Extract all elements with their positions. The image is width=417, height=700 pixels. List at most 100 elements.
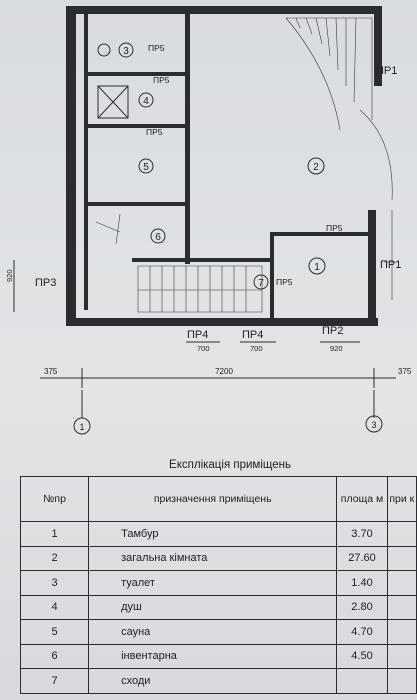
- dim-left-offset: 375: [44, 367, 58, 376]
- row-number: 3: [19, 570, 90, 596]
- opening-label-pr5-vestibule: ПР5: [326, 223, 343, 233]
- wall-left: [66, 6, 76, 326]
- shower-drain: [97, 85, 129, 119]
- room-marker-4: 4: [143, 96, 149, 107]
- toilet-fixture: [97, 43, 111, 57]
- row-extra: [386, 594, 417, 620]
- wall-shower-sauna: [84, 124, 188, 128]
- row-number: 4: [19, 594, 90, 620]
- opening-label-pr5-stair: ПР5: [276, 277, 293, 287]
- stair-curve: [359, 109, 393, 201]
- opening-label-pr2: ПР2: [322, 325, 343, 337]
- row-number: 2: [19, 545, 90, 571]
- wall-top: [66, 6, 382, 14]
- header-area: площа м: [336, 476, 388, 522]
- row-number: 6: [19, 643, 90, 669]
- row-extra: [386, 570, 417, 596]
- room-marker-2-circle: [307, 157, 325, 175]
- opening-label-pr4-b: ПР4: [242, 329, 263, 341]
- opening-label-pr5-sauna: ПР5: [146, 127, 163, 137]
- shower-tray: [97, 85, 129, 119]
- table-header-row: №пр призначення приміщень площа м при к: [19, 476, 417, 522]
- row-name: душ: [88, 594, 338, 620]
- header-extra: при к: [386, 476, 417, 522]
- row-extra: [386, 668, 417, 694]
- dim-total: 7200: [215, 367, 233, 376]
- row-name: туалет: [88, 570, 338, 596]
- dimension-lines: [13, 260, 396, 388]
- room-marker-7: 7: [258, 278, 264, 289]
- dim-left-height: 920: [5, 269, 14, 282]
- row-name: сходи: [88, 668, 338, 694]
- axis-bubble-3: [365, 415, 383, 433]
- wall-right-lower: [368, 210, 376, 326]
- dim-pr2: 920: [330, 344, 343, 353]
- axis-bubble-1: [73, 417, 91, 435]
- opening-label-pr1-upper: ПР1: [376, 65, 397, 77]
- table-row: 2 загальна кімната 27.60: [19, 545, 417, 571]
- row-area: 1.40: [336, 570, 388, 596]
- row-area: 4.70: [336, 619, 388, 645]
- row-number: 7: [19, 668, 90, 694]
- row-number: 5: [19, 619, 90, 645]
- row-name: сауна: [88, 619, 338, 645]
- room-marker-4-circle: [138, 92, 154, 108]
- wall-bottom: [66, 318, 378, 326]
- table-row: 3 туалет 1.40: [19, 570, 417, 596]
- floor-plan: 1 2 3 4 5 6 7 ПР1 ПР1 ПР2 ПР3 ПР4 ПР4 ПР…: [5, 6, 412, 435]
- wall-service: [185, 14, 190, 264]
- room-marker-3-circle: [118, 42, 134, 58]
- room-marker-6: 6: [155, 232, 161, 243]
- axis-lines: [81, 390, 375, 418]
- wall-stair: [132, 258, 274, 262]
- dim-pr4-a: 700: [197, 344, 210, 353]
- pr1-marks: [384, 210, 398, 300]
- opening-label-pr1-lower: ПР1: [380, 259, 401, 271]
- table-title: Експлікація приміщень: [169, 459, 291, 471]
- table-row: 7 сходи: [19, 668, 417, 694]
- stair-lower: [137, 265, 263, 313]
- dim-right-offset: 375: [398, 367, 412, 376]
- wall-corridor: [84, 14, 88, 310]
- row-area: 3.70: [336, 521, 388, 547]
- room-marker-1: 1: [314, 262, 320, 273]
- store-marks: [95, 213, 121, 245]
- row-number: 1: [19, 521, 90, 547]
- room-marker-5: 5: [143, 162, 149, 173]
- room-marker-7-circle: [253, 274, 269, 290]
- row-extra: [386, 619, 417, 645]
- stair-upper: [285, 17, 373, 131]
- header-number: №пр: [19, 476, 90, 522]
- room-marker-1-circle: [308, 257, 326, 275]
- wall-sauna-store: [84, 202, 188, 206]
- table-row: 6 інвентарна 4.50: [19, 643, 417, 669]
- opening-label-pr5-shower: ПР5: [153, 75, 170, 85]
- axis-label-1: 1: [79, 422, 84, 432]
- wall-right-upper: [374, 6, 382, 86]
- axis-label-3: 3: [371, 420, 376, 430]
- dim-pr4-b: 700: [250, 344, 263, 353]
- wall-vestibule-top: [270, 232, 370, 236]
- opening-label-pr5-wc: ПР5: [148, 43, 165, 53]
- table-row: 5 сауна 4.70: [19, 619, 417, 645]
- room-marker-6-circle: [150, 228, 166, 244]
- room-marker-5-circle: [138, 158, 154, 174]
- room-marker-3: 3: [123, 46, 129, 57]
- row-area: 27.60: [336, 545, 388, 571]
- row-area: 4.50: [336, 643, 388, 669]
- row-area: 2.80: [336, 594, 388, 620]
- opening-label-pr3: ПР3: [35, 277, 56, 289]
- row-name: загальна кімната: [88, 545, 338, 571]
- opening-label-pr4-a: ПР4: [187, 329, 208, 341]
- room-marker-2: 2: [313, 162, 319, 173]
- header-purpose: призначення приміщень: [88, 476, 338, 522]
- row-area: [336, 668, 388, 694]
- row-extra: [386, 521, 417, 547]
- wall-wc-shower: [84, 72, 188, 76]
- room-schedule-table: №пр призначення приміщень площа м при к …: [19, 476, 417, 694]
- wall-vestibule: [270, 232, 274, 318]
- row-name: Тамбур: [88, 521, 338, 547]
- row-extra: [386, 545, 417, 571]
- row-extra: [386, 643, 417, 669]
